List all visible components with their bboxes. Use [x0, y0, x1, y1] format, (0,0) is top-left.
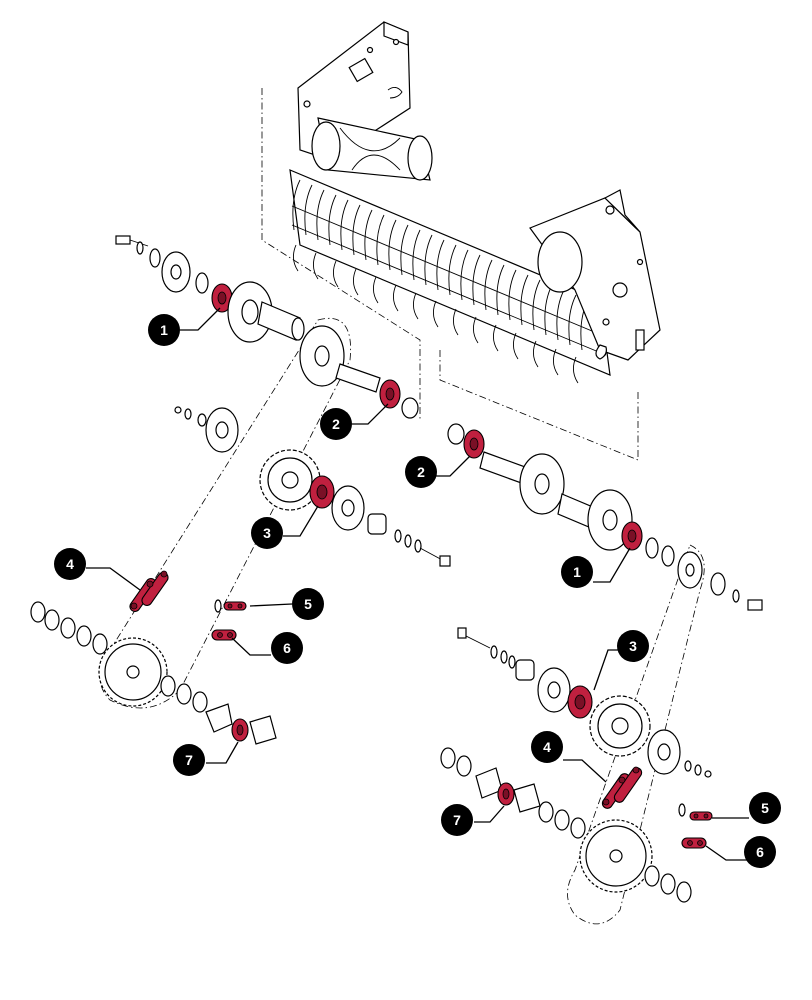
callout-4-right: 4	[531, 731, 563, 763]
callout-label: 1	[573, 564, 581, 580]
right-lower-group	[440, 627, 713, 903]
left-lower-group	[30, 570, 277, 745]
callout-7-left: 7	[173, 744, 205, 776]
connector-link-part-6-right	[681, 837, 707, 849]
right-shaft-group	[447, 423, 763, 611]
bearing-part-1-upper	[211, 283, 233, 313]
callout-label: 7	[185, 752, 193, 768]
chain-part-4-right	[601, 766, 643, 809]
callout-label: 7	[453, 812, 461, 828]
callout-label: 2	[332, 416, 340, 432]
chain-part-4-left	[129, 570, 169, 613]
callout-6-left: 6	[271, 632, 303, 664]
bearing-part-3-left	[309, 475, 335, 509]
callout-label: 5	[304, 596, 312, 612]
callout-label: 4	[66, 556, 74, 572]
callout-5-right: 5	[749, 792, 781, 824]
callout-2-right: 2	[405, 456, 437, 488]
callout-label: 2	[417, 464, 425, 480]
callout-3-right: 3	[617, 630, 649, 662]
pickup-rotor-assembly	[289, 21, 661, 384]
callout-label: 5	[761, 800, 769, 816]
callout-label: 3	[629, 638, 637, 654]
tine-rows	[292, 179, 589, 384]
callout-1-upper-left: 1	[148, 314, 180, 346]
left-sprocket-group	[174, 406, 451, 567]
bearing-part-7-left	[231, 718, 249, 742]
callout-4-left: 4	[54, 548, 86, 580]
callout-2-upper-left: 2	[320, 408, 352, 440]
bearing-part-3-right	[567, 685, 593, 719]
callout-label: 6	[283, 640, 291, 656]
callout-leaders	[86, 307, 749, 861]
callout-5-left: 5	[292, 588, 324, 620]
bearing-part-2-upper	[379, 379, 401, 409]
callout-label: 1	[160, 322, 168, 338]
bearing-part-1-right	[621, 521, 643, 551]
callout-label: 3	[263, 525, 271, 541]
callout-7-right: 7	[441, 804, 473, 836]
callout-label: 4	[543, 739, 551, 755]
bearing-part-7-right	[497, 782, 515, 806]
connector-link-part-6-left	[211, 629, 237, 641]
callout-6-right: 6	[744, 836, 776, 868]
callout-label: 6	[756, 844, 764, 860]
connector-link-part-5-left	[214, 599, 247, 613]
callout-1-right: 1	[561, 556, 593, 588]
connector-link-part-5-right	[678, 803, 713, 821]
upper-left-shaft-group	[115, 235, 419, 419]
callout-3-left: 3	[251, 517, 283, 549]
bearing-part-2-right	[463, 429, 485, 459]
